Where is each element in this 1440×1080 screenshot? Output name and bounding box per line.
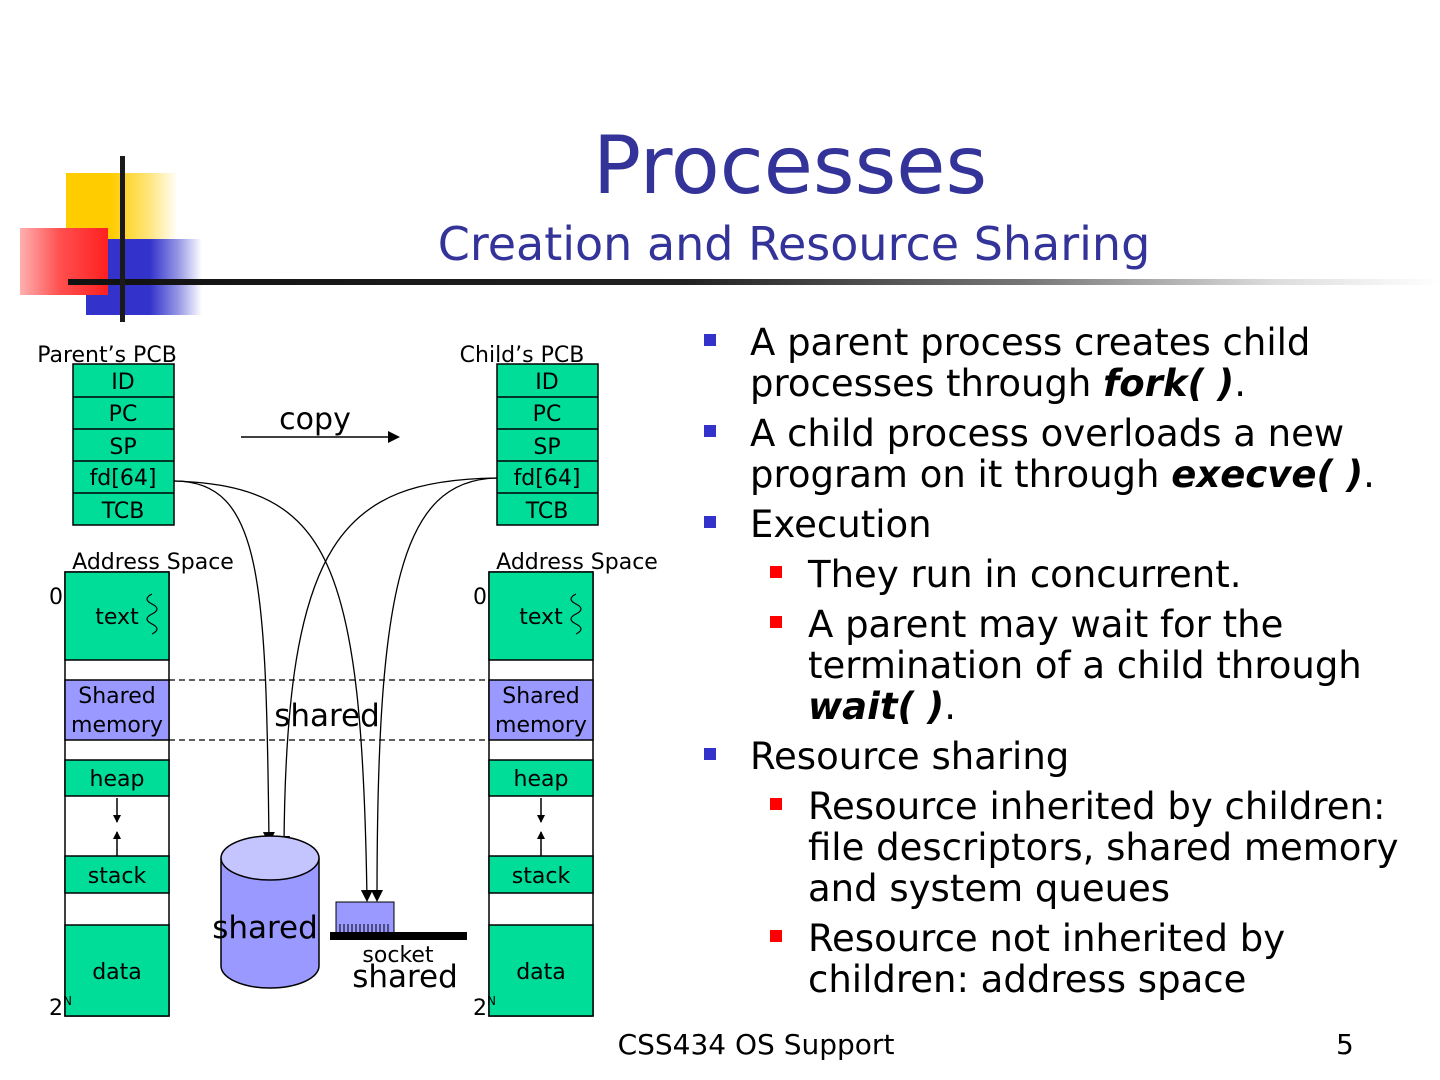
parent-pcb: ID PC SP fd[64] TCB (72, 363, 175, 526)
child-pcb-sp: SP (533, 435, 560, 460)
socket-icon (330, 901, 467, 940)
parent-stack-segment: stack (88, 864, 147, 889)
parent-shared-line1: Shared (78, 684, 155, 709)
child-heap-segment: heap (514, 767, 569, 792)
parent-pcb-tcb: TCB (101, 499, 145, 524)
bullet-text: . (944, 685, 956, 728)
fd-links (173, 477, 498, 902)
parent-pcb-sp: SP (109, 435, 136, 460)
shared-file-cylinder (220, 835, 320, 989)
slide-subtitle: Creation and Resource Sharing (437, 217, 1151, 271)
parent-address-space-label: Address Space (72, 550, 234, 575)
child-addr-end: 2 (473, 996, 487, 1021)
bullet-text: A parent process creates child processes… (750, 321, 1311, 405)
bullet-item: A parent process creates child processes… (700, 322, 1430, 404)
sub-bullet-item: A parent may wait for the termination of… (700, 604, 1430, 727)
process-diagram: Parent’s PCB Child’s PCB ID PC SP fd[64]… (0, 320, 680, 1040)
child-shared-line1: Shared (502, 684, 579, 709)
footer-text: CSS434 OS Support (617, 1028, 895, 1061)
bullet-text: . (1234, 362, 1246, 405)
bullet-text: Resource sharing (750, 735, 1070, 778)
shared-file-label: shared (212, 910, 318, 946)
child-pcb-id: ID (535, 370, 558, 395)
child-text-segment: text (519, 605, 563, 630)
parent-shared-line2: memory (71, 713, 163, 738)
parent-thread-squiggle (146, 593, 158, 635)
parent-text-segment: text (95, 605, 139, 630)
child-pcb-tcb: TCB (525, 499, 569, 524)
page-number: 5 (1336, 1028, 1354, 1061)
parent-pcb-pc: PC (109, 402, 138, 427)
parent-addr-start: 0 (49, 585, 63, 610)
sub-bullet-square-icon (770, 798, 782, 810)
child-address-space: text Shared memory heap stack data 0 2 N (473, 571, 594, 1021)
bullet-square-icon (704, 334, 716, 346)
child-pcb-pc: PC (533, 402, 562, 427)
bullet-list: A parent process creates child processes… (700, 322, 1430, 1009)
socket-shared-label: shared (352, 959, 458, 995)
parent-pcb-id: ID (111, 370, 134, 395)
sub-bullet-square-icon (770, 930, 782, 942)
parent-address-space: text Shared memory heap stack data 0 2 N (49, 571, 170, 1021)
bullet-text: . (1363, 453, 1375, 496)
title-rule (68, 279, 1440, 285)
bullet-text: Resource inherited by children: file des… (808, 785, 1399, 910)
function-name: execve( ) (1171, 453, 1364, 496)
sub-bullet-square-icon (770, 616, 782, 628)
child-address-space-label: Address Space (496, 550, 658, 575)
child-pcb: ID PC SP fd[64] TCB (496, 363, 599, 526)
bullet-text: Execution (750, 503, 932, 546)
bullet-item: Resource sharing (700, 736, 1430, 777)
bullet-text: A parent may wait for the termination of… (808, 603, 1362, 687)
parent-heap-segment: heap (90, 767, 145, 792)
child-addr-end-exp: N (487, 994, 496, 1008)
bullet-text: They run in concurrent. (808, 553, 1242, 596)
parent-data-segment: data (92, 960, 142, 985)
parent-addr-end: 2 (49, 996, 63, 1021)
logo-vertical-rule (120, 156, 125, 322)
bullet-text: Resource not inherited by children: addr… (808, 917, 1286, 1001)
child-shared-line2: memory (495, 713, 587, 738)
slide-title: Processes (592, 119, 988, 212)
copy-label: copy (279, 402, 351, 437)
child-thread-squiggle (570, 593, 582, 635)
bullet-square-icon (704, 425, 716, 437)
bullet-text: A child process overloads a new program … (750, 412, 1345, 496)
function-name: wait( ) (808, 685, 945, 728)
child-pcb-fd: fd[64] (514, 466, 581, 491)
sub-bullet-square-icon (770, 566, 782, 578)
child-addr-start: 0 (473, 585, 487, 610)
parent-pcb-fd: fd[64] (90, 466, 157, 491)
bullet-square-icon (704, 516, 716, 528)
sub-bullet-item: Resource inherited by children: file des… (700, 786, 1430, 909)
parent-addr-end-exp: N (63, 994, 72, 1008)
child-data-segment: data (516, 960, 566, 985)
socket-label: socket (362, 943, 434, 968)
sub-bullet-item: Resource not inherited by children: addr… (700, 918, 1430, 1000)
bullet-square-icon (704, 748, 716, 760)
sub-bullet-item: They run in concurrent. (700, 554, 1430, 595)
child-stack-segment: stack (512, 864, 571, 889)
function-name: fork( ) (1103, 362, 1235, 405)
bullet-item: A child process overloads a new program … (700, 413, 1430, 495)
shared-memory-label: shared (274, 698, 380, 734)
bullet-item: Execution (700, 504, 1430, 545)
